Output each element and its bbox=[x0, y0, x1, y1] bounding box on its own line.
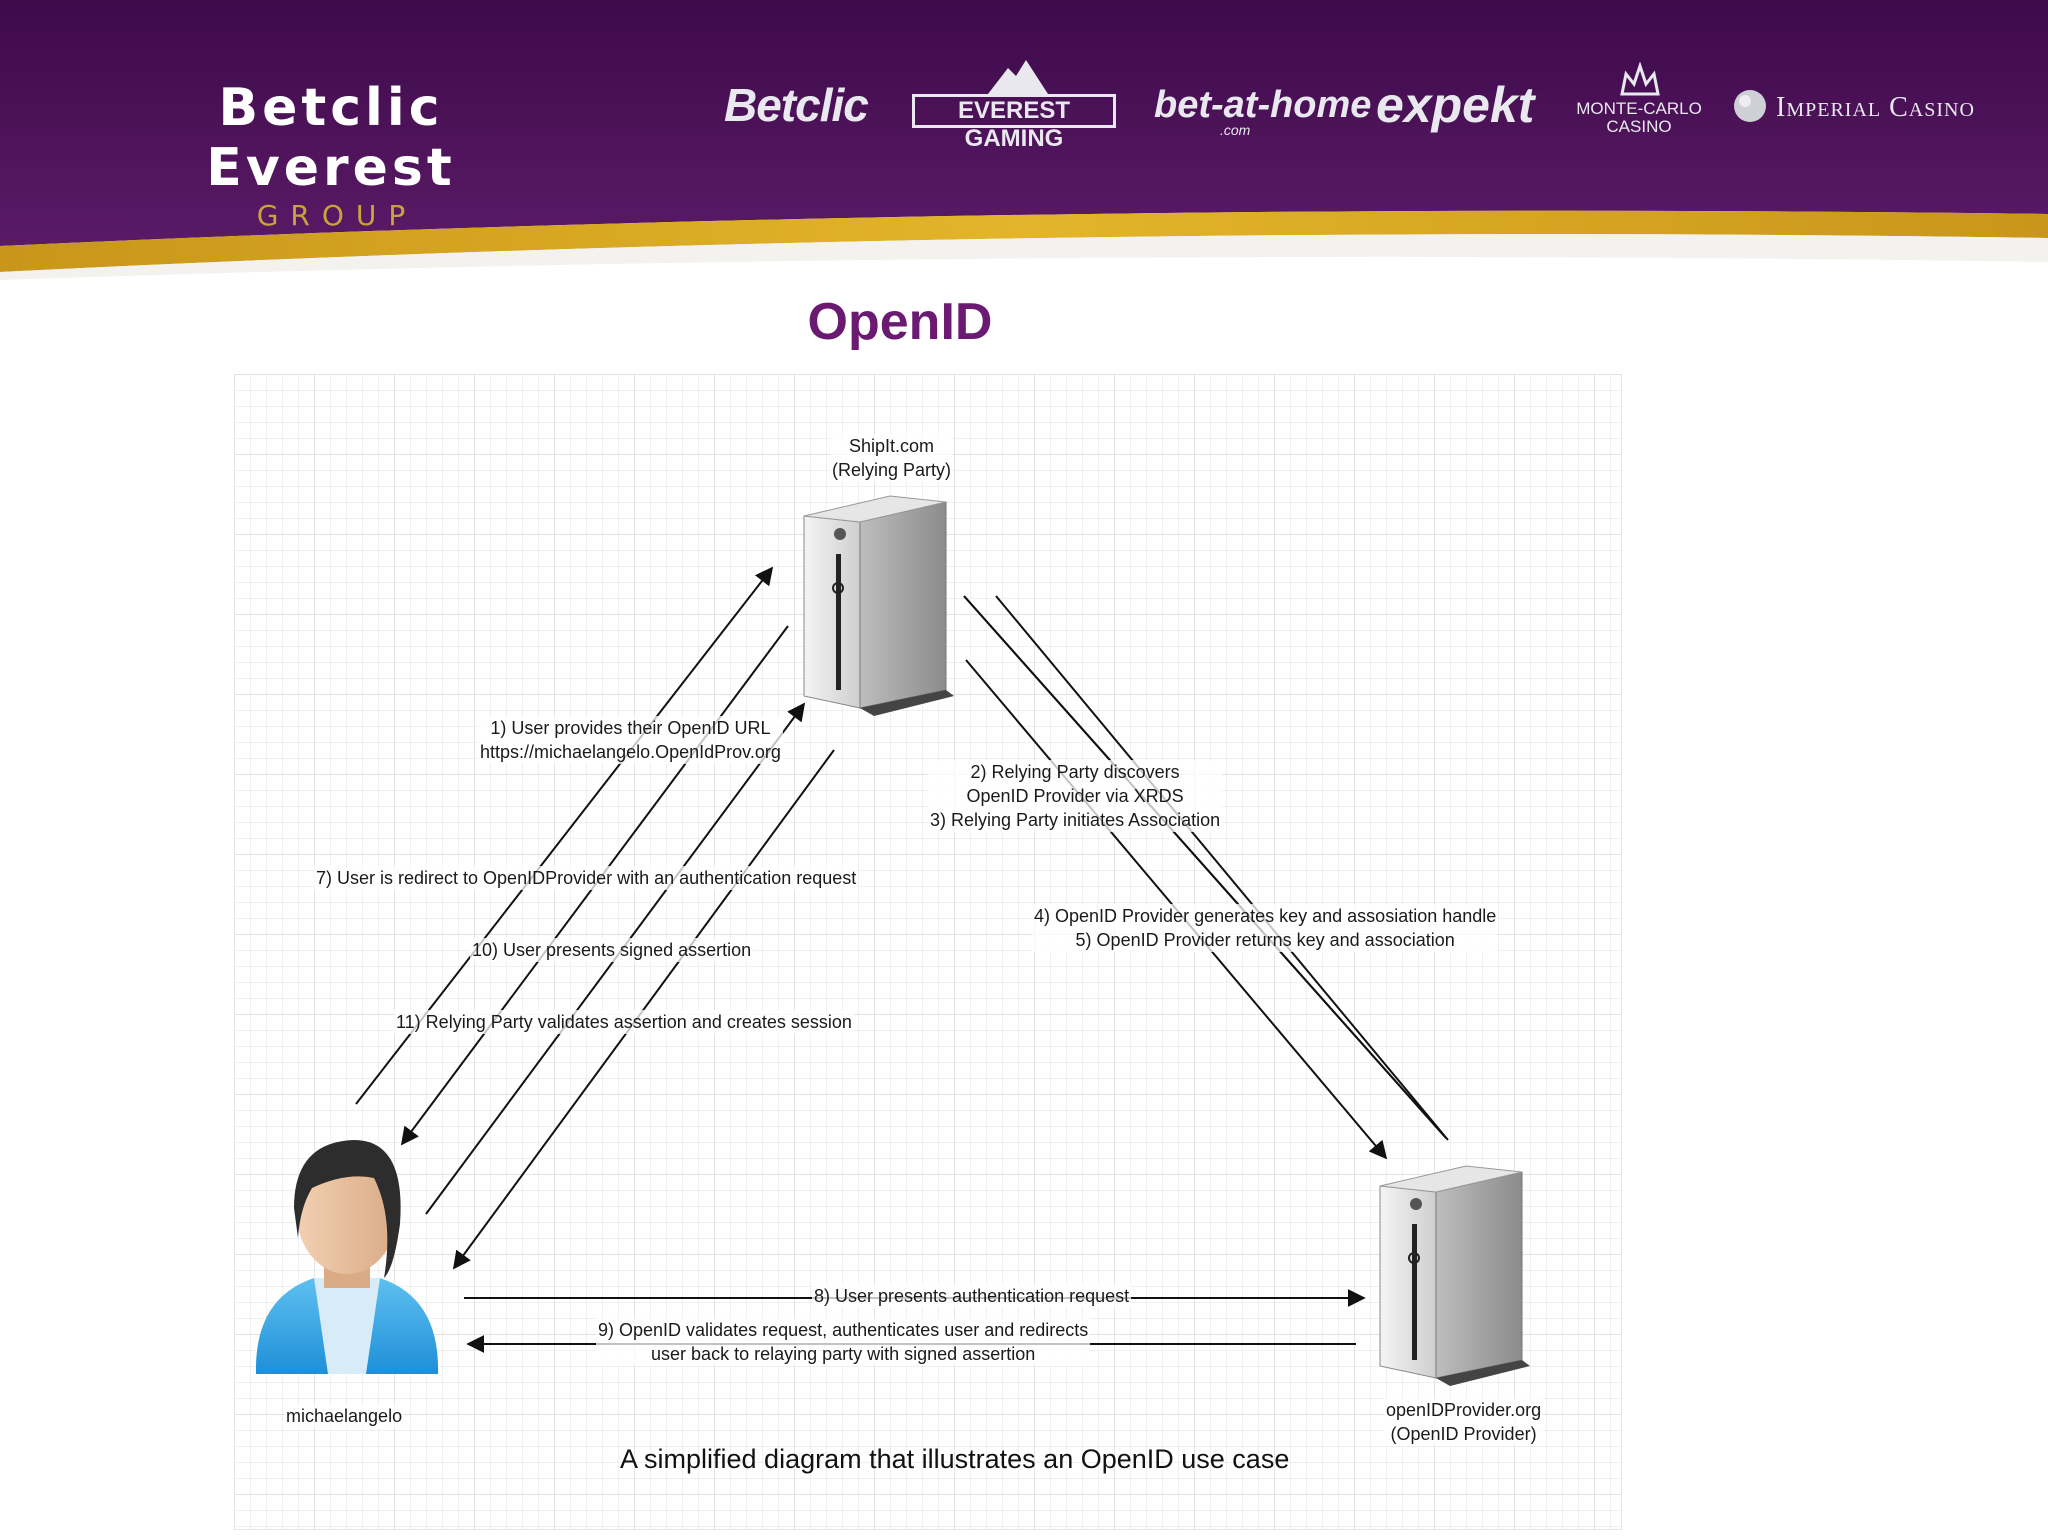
diagram-caption: A simplified diagram that illustrates an… bbox=[620, 1444, 1290, 1474]
imperial-emblem-icon bbox=[1734, 90, 1766, 122]
openid-flow-diagram: ShipIt.com (Relying Party) openIDProvide… bbox=[234, 374, 1622, 1530]
monte-carlo-casino-logo: MONTE-CARLO CASINO bbox=[1576, 99, 1702, 136]
expekt-logo: expekt bbox=[1376, 77, 1535, 133]
openid-provider-label: openIDProvider.org (OpenID Provider) bbox=[1384, 1398, 1544, 1446]
slide-title: OpenID bbox=[807, 293, 993, 351]
step2-3-label: 2) Relying Party discovers OpenID Provid… bbox=[928, 760, 1223, 832]
bet-at-home-com: .com bbox=[1220, 122, 1251, 138]
arrow-step11-rp-to-user bbox=[452, 749, 835, 1270]
everest-gaming-logo: EVEREST GAMING bbox=[912, 94, 1116, 152]
bet-at-home-logo: bet-at-home bbox=[1154, 84, 1372, 126]
line-step2-3-rp-to-provider bbox=[963, 595, 1447, 1139]
step4-5-label: 4) OpenID Provider generates key and ass… bbox=[1032, 904, 1499, 952]
step10-label: 10) User presents signed assertion bbox=[470, 938, 754, 962]
step8-label: 8) User presents authentication request bbox=[812, 1284, 1132, 1308]
crown-icon bbox=[1620, 62, 1660, 96]
brand-name: Betclic Everest bbox=[206, 78, 456, 198]
mountain-icon bbox=[988, 60, 1048, 94]
brand-subtitle: GROUP bbox=[256, 199, 418, 232]
relying-party-label: ShipIt.com (Relying Party) bbox=[830, 434, 954, 482]
step1-label: 1) User provides their OpenID URL https:… bbox=[478, 716, 783, 764]
imperial-casino-logo: Imperial Casino bbox=[1776, 92, 1975, 123]
step7-label: 7) User is redirect to OpenIDProvider wi… bbox=[314, 866, 859, 890]
openid-provider-server-icon bbox=[1379, 1165, 1530, 1386]
step9-label: 9) OpenID validates request, authenticat… bbox=[596, 1318, 1091, 1366]
header-banner: Betclic Everest GROUP Betclic EVEREST GA… bbox=[0, 0, 2048, 280]
user-avatar-icon bbox=[255, 1140, 439, 1374]
user-label: michaelangelo bbox=[284, 1404, 405, 1428]
brand-logo: Betclic Everest GROUP bbox=[116, 78, 546, 234]
banner-background bbox=[0, 0, 2048, 280]
line-step2-3-rp-to-provider-b bbox=[995, 595, 1449, 1141]
step11-label: 11) Relying Party validates assertion an… bbox=[394, 1010, 854, 1034]
betclic-logo: Betclic bbox=[724, 79, 869, 131]
relying-party-server-icon bbox=[803, 495, 954, 716]
